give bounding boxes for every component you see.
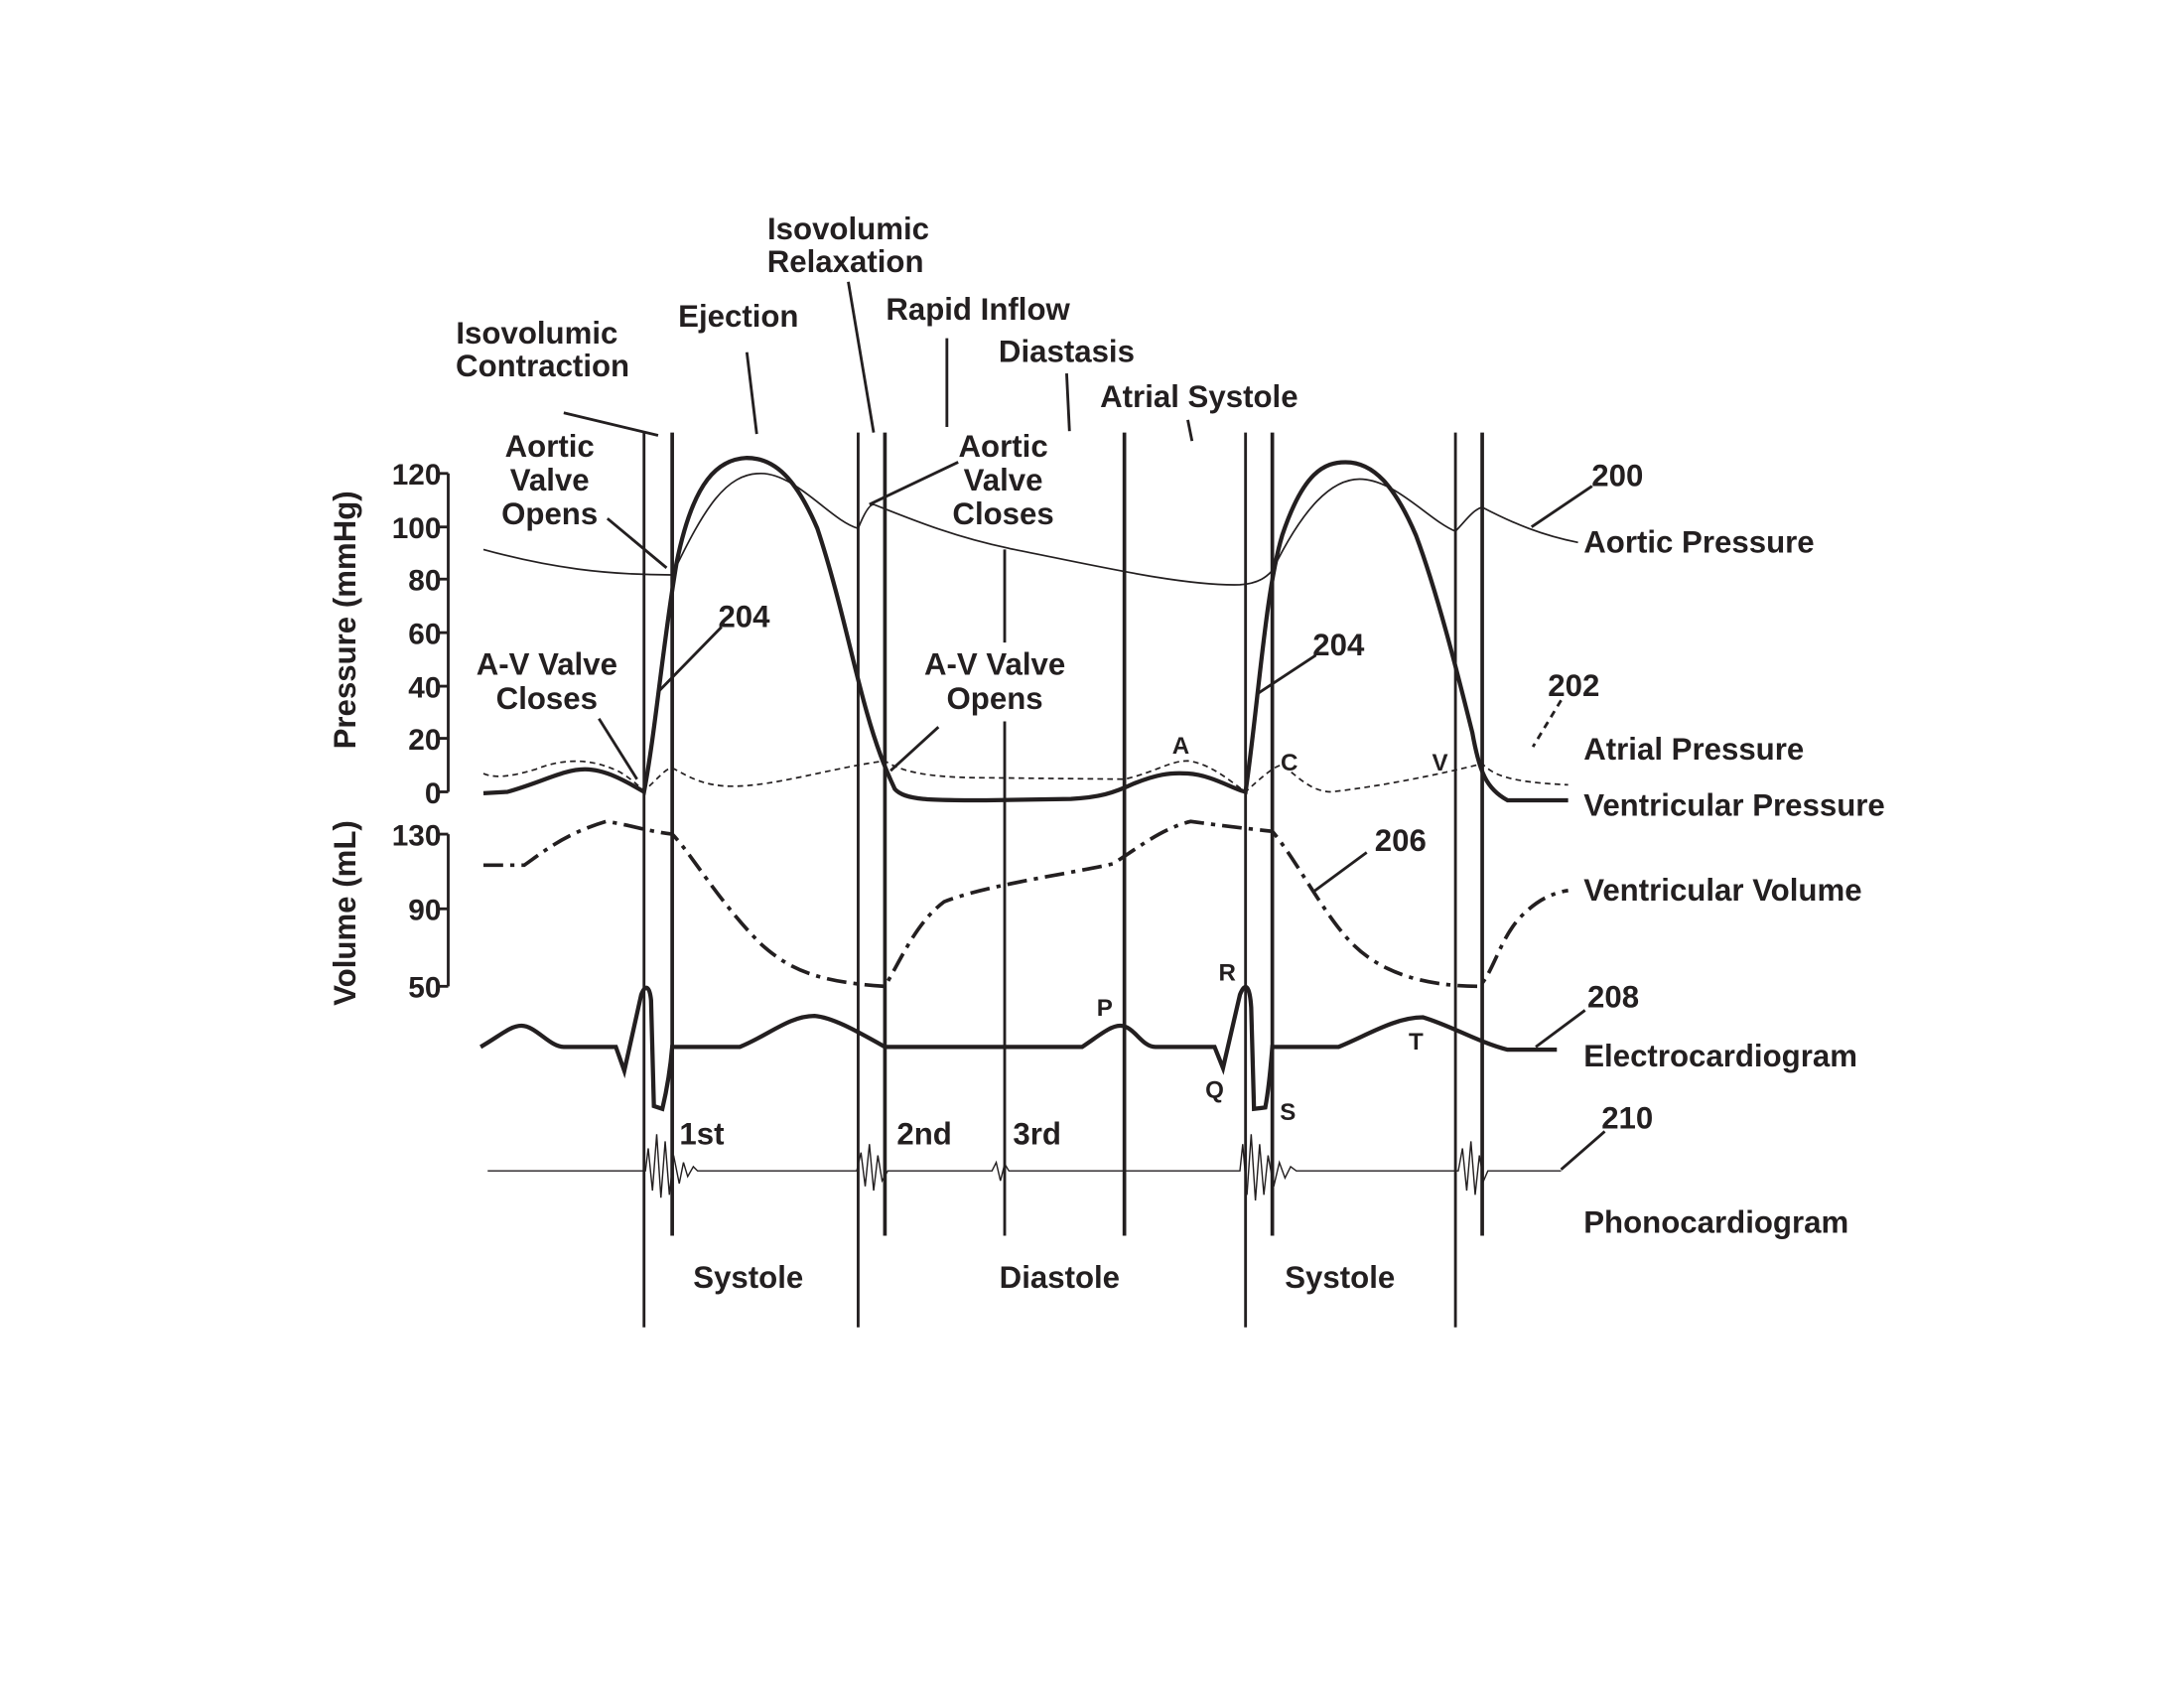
label-av-valve-closes: A-V Valve	[477, 647, 617, 682]
label-atrial-systole: Atrial Systole	[1100, 379, 1297, 414]
ref-208: 208	[1587, 980, 1639, 1015]
legend-aortic-pressure: Aortic Pressure	[1583, 524, 1814, 559]
pressure-axis-label: Pressure (mmHg)	[328, 491, 362, 749]
label-aortic-valve-closes: Aortic	[959, 429, 1048, 464]
heart-sound-2nd: 2nd	[896, 1116, 951, 1151]
label-isovolumic-relaxation: Relaxation	[767, 244, 924, 279]
ecg-curve	[479, 984, 1558, 1112]
tick-label: 50	[408, 972, 441, 1005]
tick-label: 100	[392, 512, 442, 545]
leader-lines	[563, 281, 1606, 1171]
label-isovolumic-contraction: Contraction	[456, 349, 629, 383]
aortic-pressure-curve	[482, 472, 1578, 586]
pressure-axis	[437, 472, 450, 793]
wave-a: A	[1172, 733, 1189, 760]
atrial-pressure-curve	[482, 760, 1569, 793]
ref-204: 204	[718, 599, 770, 633]
wave-v: V	[1432, 750, 1447, 776]
label-ejection: Ejection	[678, 299, 798, 334]
legend-phonocardiogram: Phonocardiogram	[1583, 1205, 1848, 1240]
tick-label: 0	[425, 777, 442, 810]
wave-q: Q	[1205, 1076, 1224, 1103]
ventricular-volume-curve	[482, 819, 1569, 989]
label-aortic-valve-closes: Valve	[964, 463, 1043, 497]
label-aortic-valve-opens: Aortic	[505, 429, 595, 464]
wave-t: T	[1409, 1029, 1424, 1055]
legend-atrial-pressure: Atrial Pressure	[1583, 732, 1804, 767]
ref-204: 204	[1312, 628, 1365, 662]
cycle-systole: Systole	[693, 1260, 803, 1295]
tick-label: 130	[392, 819, 442, 852]
wave-r: R	[1219, 960, 1236, 987]
wave-c: C	[1281, 750, 1297, 776]
tick-label: 40	[408, 671, 441, 704]
label-aortic-valve-closes: Closes	[952, 496, 1053, 531]
ref-200: 200	[1591, 459, 1643, 493]
volume-axis	[437, 832, 450, 988]
legend-ventricular-volume: Ventricular Volume	[1583, 873, 1861, 908]
label-isovolumic-contraction: Isovolumic	[456, 316, 617, 351]
phonocardiogram-curve	[487, 1134, 1562, 1201]
tick-label: 20	[408, 724, 441, 757]
ref-210: 210	[1601, 1101, 1653, 1136]
phase-lines	[642, 432, 1484, 1328]
legend-ventricular-pressure: Ventricular Pressure	[1583, 788, 1885, 823]
label-aortic-valve-opens: Valve	[510, 463, 590, 497]
wave-s: S	[1280, 1099, 1296, 1126]
tick-label: 90	[408, 895, 441, 927]
label-av-valve-opens: Opens	[947, 681, 1043, 716]
cycle-diastole: Diastole	[1000, 1260, 1120, 1295]
label-isovolumic-relaxation: Isovolumic	[767, 211, 929, 246]
label-aortic-valve-opens: Opens	[501, 496, 598, 531]
label-diastasis: Diastasis	[999, 335, 1135, 369]
tick-label: 120	[392, 459, 442, 492]
ref-206: 206	[1375, 823, 1427, 858]
legend-electrocardiogram: Electrocardiogram	[1583, 1039, 1857, 1073]
wave-p: P	[1097, 995, 1113, 1022]
ref-202: 202	[1548, 668, 1599, 703]
tick-label: 80	[408, 565, 441, 598]
label-rapid-inflow: Rapid Inflow	[886, 292, 1070, 327]
cycle-systole: Systole	[1285, 1260, 1395, 1295]
heart-sound-3rd: 3rd	[1013, 1116, 1061, 1151]
volume-axis-label: Volume (mL)	[328, 820, 362, 1006]
heart-sound-1st: 1st	[679, 1116, 725, 1151]
tick-label: 60	[408, 618, 441, 650]
label-av-valve-opens: A-V Valve	[924, 647, 1065, 682]
ventricular-pressure-curve	[482, 456, 1569, 803]
label-av-valve-closes: Closes	[496, 681, 598, 716]
